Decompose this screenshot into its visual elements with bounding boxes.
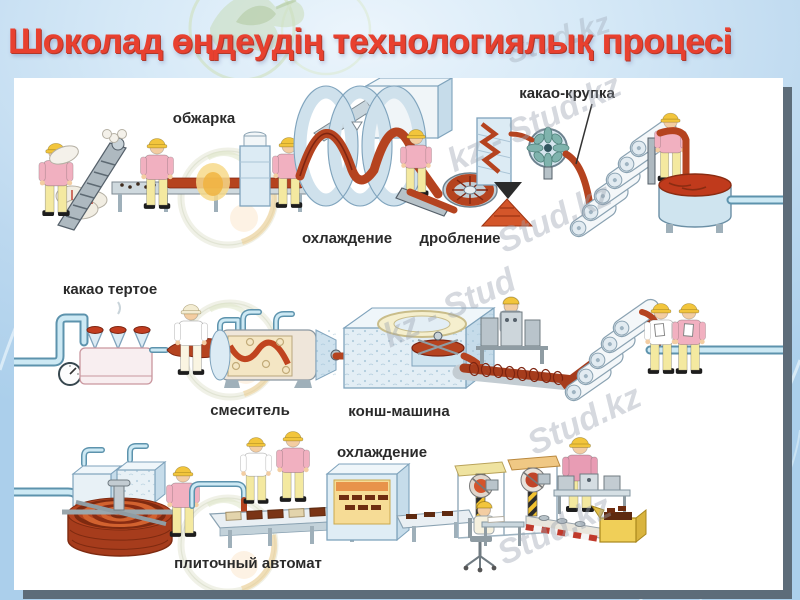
liquor-pour-stream [656,127,690,182]
pressure-gauge [58,362,82,386]
inspection-desk [463,501,525,573]
five-roll-refiner [559,295,663,405]
worker-qc-2 [672,303,706,375]
label-cooling-1: охлаждение [302,230,392,247]
winnowing-tower [476,117,534,227]
label-cocoa-nibs: какао-крупка [519,85,615,102]
mold-trays [225,507,326,521]
label-mixer: смеситель [210,402,290,419]
stage-labels: обжарка какао-крупка охлаждение дроблени… [63,85,616,572]
carton-box [590,505,647,544]
mill-platform-ladder [647,137,656,185]
row-molding-line [14,431,647,573]
row-conching-line [14,295,783,405]
label-molding: плиточный автомат [174,555,322,572]
label-crushing: дробление [419,230,500,247]
control-station [476,296,548,364]
nib-funnel [494,182,522,199]
clipboard [682,323,695,337]
clipboard [653,322,666,337]
label-conche: конш-машина [348,403,450,420]
watermark-text: Stud.kz [492,487,618,573]
roaster-tower [239,131,271,207]
cooling-tunnel [325,462,411,542]
spiral-cooling-machine [293,78,454,207]
melanger-tank [79,301,153,385]
nib-pile [480,198,534,227]
process-diagram-panel: обжарка какао-крупка охлаждение дроблени… [14,78,783,590]
mixer-machine [209,309,342,388]
label-roasting: обжарка [173,110,236,127]
bucket-elevator [57,129,127,231]
screw-stream [459,363,579,385]
label-cooling-2: охлаждение [337,444,427,461]
process-diagram: обжарка какао-крупка охлаждение дроблени… [14,78,783,590]
worker-bean-sorter [140,138,174,210]
label-cocoa-mass: какао тертое [63,281,157,298]
screw-texture [468,361,564,386]
cocoa-nibs-pointer [575,103,593,165]
carried-sack [49,145,79,165]
packing-table [553,473,631,514]
liquor-tank [658,173,732,233]
slide-title: Шоколад өңдеудің технологиялық процесі [8,22,732,61]
tempering-vat [62,479,178,557]
winnowing-fan [526,126,570,180]
worker-molding-2 [276,431,310,503]
row-roasting-line [38,78,783,241]
wrapping-machines [454,455,561,539]
